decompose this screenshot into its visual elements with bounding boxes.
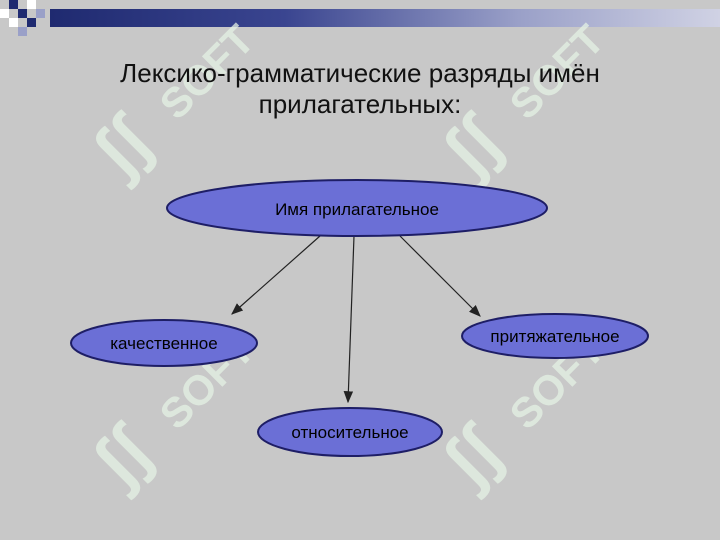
header-decoration: [0, 0, 720, 40]
child-node-label: качественное: [110, 334, 217, 353]
root-node: Имя прилагательное: [166, 179, 548, 237]
decor-square: [27, 0, 36, 9]
child-node-relative: относительное: [257, 407, 443, 457]
child-node-shape: [70, 319, 258, 367]
slide-title: Лексико-грамматические разряды имён прил…: [120, 58, 600, 119]
root-node-shape: [166, 179, 548, 237]
connector-arrow-possessive: [399, 235, 481, 317]
decor-square: [9, 0, 18, 9]
child-node-shape: [461, 313, 649, 359]
decor-square: [36, 9, 45, 18]
child-node-label: относительное: [291, 423, 408, 442]
child-node-shape: [257, 407, 443, 457]
root-node-label: Имя прилагательное: [275, 200, 439, 219]
decor-square: [9, 18, 18, 27]
decor-square: [18, 27, 27, 36]
child-node-qualitative: качественное: [70, 319, 258, 367]
header-gradient-bar: [50, 9, 720, 27]
decor-square: [18, 9, 27, 18]
child-node-label: притяжательное: [490, 327, 619, 346]
child-node-possessive: притяжательное: [461, 313, 649, 359]
decor-square: [0, 9, 9, 18]
connector-arrow-qualitative: [231, 235, 321, 315]
connector-arrow-relative: [343, 235, 355, 404]
decor-square: [27, 18, 36, 27]
